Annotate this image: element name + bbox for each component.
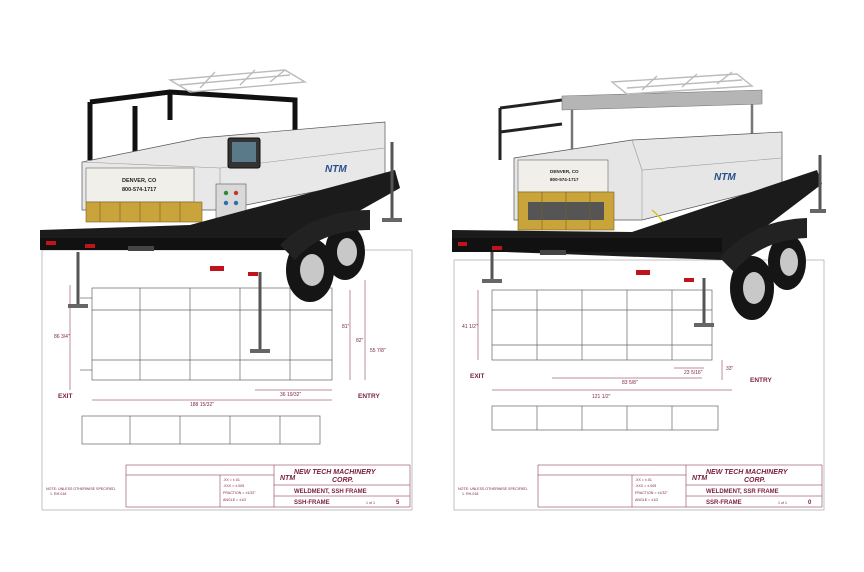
ssh-trailer-photo: DENVER, CO 800-574-1717 NTM bbox=[40, 69, 402, 353]
title-block bbox=[537, 464, 823, 508]
sheet-number: 1 of 1 bbox=[366, 501, 375, 505]
dim-h1: 33" bbox=[726, 366, 734, 372]
dim-h1: 81" bbox=[342, 324, 350, 330]
dim-small: 23 5/16" bbox=[684, 370, 703, 376]
tol-2: .XXX = ±.005 bbox=[223, 484, 244, 488]
frame-side-view bbox=[491, 289, 713, 361]
tail-light-left bbox=[458, 242, 467, 246]
jack-stands bbox=[490, 155, 822, 324]
tol-3: FRACTION = ±1/32" bbox=[223, 491, 256, 495]
phone-text: 800-574-1717 bbox=[550, 177, 579, 182]
ntm-logo-text: NTM bbox=[280, 475, 295, 482]
drawing-number: SSR-FRAME bbox=[706, 500, 742, 506]
wheels bbox=[730, 234, 806, 320]
note-text: NOTE: UNLESS OTHERWISE SPECIFIED. bbox=[46, 487, 116, 491]
drawing-title: WELDMENT, SSR FRAME bbox=[706, 489, 779, 495]
dim-width: 188 15/32" bbox=[190, 402, 214, 408]
jack-stands bbox=[76, 142, 394, 350]
roof-frame bbox=[87, 89, 298, 160]
roof-rack bbox=[610, 71, 754, 95]
phone-text: 800-574-1717 bbox=[122, 187, 156, 193]
sheet-border bbox=[453, 259, 825, 511]
location-text: DENVER, CO bbox=[122, 178, 157, 184]
ntm-logo: NTM bbox=[714, 172, 736, 183]
frame-top-view bbox=[491, 405, 719, 431]
dimension-lines bbox=[69, 280, 366, 401]
entry-label: ENTRY bbox=[750, 377, 772, 384]
tol-1: .XX = ±.01 bbox=[223, 478, 240, 482]
tol-4: ANGLE = ±1/2 bbox=[635, 498, 658, 502]
exit-label: EXIT bbox=[470, 373, 484, 380]
note-item: 1. RH-018 bbox=[462, 492, 478, 496]
dim-v1: 41 1/2" bbox=[462, 324, 478, 330]
company-line2: CORP. bbox=[332, 477, 353, 484]
ssr-trailer-photo: DENVER, CO 800-574-1717 NTM bbox=[452, 71, 826, 327]
ssh-trailer-panel: 188 15/32" 36 19/32" 81" 82" 55 7/8" 86 … bbox=[40, 60, 416, 515]
license-plate bbox=[128, 246, 154, 251]
dimension-lines bbox=[477, 290, 732, 391]
drawing-title: WELDMENT, SSH FRAME bbox=[294, 489, 367, 495]
ntm-logo: NTM bbox=[325, 164, 347, 175]
front-panel bbox=[85, 167, 195, 203]
drawing-number: SSH-FRAME bbox=[294, 500, 330, 506]
frame-side-view bbox=[80, 287, 333, 381]
roof-rack bbox=[167, 69, 308, 93]
license-plate bbox=[540, 250, 566, 255]
dim-half: 36 19/32" bbox=[280, 392, 301, 398]
roller-assembly bbox=[85, 201, 203, 223]
tail-light-left bbox=[46, 241, 56, 245]
tol-4: ANGLE = ±1/2 bbox=[223, 498, 246, 502]
note-item: 1. RH-018 bbox=[50, 492, 66, 496]
company-name: NEW TECH MACHINERY bbox=[706, 469, 789, 476]
tol-3: FRACTION = ±1/32" bbox=[635, 491, 668, 495]
company-line2: CORP. bbox=[744, 477, 765, 484]
ssr-trailer-panel: 121 1/2" 83 5/8" 23 5/16" 41 1/2" 33" EX… bbox=[452, 60, 828, 515]
revision: 5 bbox=[396, 500, 400, 506]
trailer-deck bbox=[452, 170, 822, 260]
title-block bbox=[125, 464, 411, 508]
ntm-logo-text: NTM bbox=[692, 475, 707, 482]
company-name: NEW TECH MACHINERY bbox=[294, 469, 377, 476]
note-text: NOTE: UNLESS OTHERWISE SPECIFIED. bbox=[458, 487, 528, 491]
roof-beam bbox=[561, 89, 763, 111]
ssh-drawing: 188 15/32" 36 19/32" 81" 82" 55 7/8" 86 … bbox=[40, 69, 413, 511]
entry-label: ENTRY bbox=[358, 393, 380, 400]
tol-1: .XX = ±.01 bbox=[635, 478, 652, 482]
dim-v1: 86 3/4" bbox=[54, 334, 70, 340]
tol-2: .XXX = ±.005 bbox=[635, 484, 656, 488]
frame-top-view bbox=[81, 415, 321, 445]
location-text: DENVER, CO bbox=[550, 169, 579, 174]
roof-frame bbox=[498, 98, 563, 160]
exit-label: EXIT bbox=[58, 393, 72, 400]
dim-h3: 55 7/8" bbox=[370, 348, 386, 354]
front-panel bbox=[517, 159, 609, 193]
dim-h2: 82" bbox=[356, 338, 364, 344]
dim-width: 121 1/2" bbox=[592, 394, 611, 400]
dim-mid: 83 5/8" bbox=[622, 380, 638, 386]
ssr-drawing: 121 1/2" 83 5/8" 23 5/16" 41 1/2" 33" EX… bbox=[452, 71, 826, 511]
revision: 0 bbox=[808, 500, 812, 506]
sheet-number: 1 of 1 bbox=[778, 501, 787, 505]
